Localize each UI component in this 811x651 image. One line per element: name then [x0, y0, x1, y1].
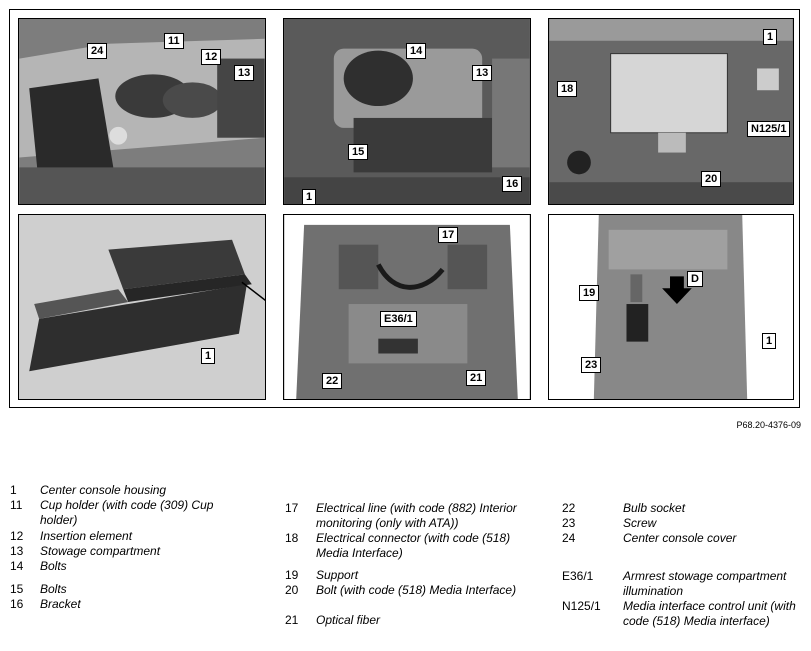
photo-center-console-cover: 24 11 12 13 — [18, 18, 266, 205]
callout-12: 12 — [201, 49, 222, 65]
legend-num: 18 — [285, 531, 299, 545]
callout-n125-1: N125/1 — [747, 121, 791, 137]
callout-19: 19 — [579, 285, 600, 301]
legend-num: 17 — [285, 501, 299, 515]
legend-num: 16 — [10, 597, 24, 611]
callout-11: 11 — [164, 33, 184, 49]
callout-15: 15 — [348, 144, 369, 160]
legend-num: 19 — [285, 568, 299, 582]
legend-text: Electrical connector (with code (518) Me… — [316, 531, 511, 560]
callout-22: 22 — [322, 373, 343, 389]
callout-14: 14 — [406, 43, 427, 59]
console-housing-drawing — [19, 215, 265, 399]
legend-text: Bolt (with code (518) Media Interface) — [316, 583, 517, 597]
legend-num: E36/1 — [562, 569, 594, 583]
legend-text: Screw — [623, 516, 657, 530]
callout-1: 1 — [763, 29, 778, 45]
legend-num: 1 — [10, 483, 17, 497]
legend-text: Cup holder (with code (309) Cup holder) — [40, 498, 214, 527]
media-interface-photo — [549, 19, 793, 204]
legend-text: Optical fiber — [316, 613, 381, 627]
legend-num: 12 — [10, 529, 24, 543]
legend-num: N125/1 — [562, 599, 601, 613]
legend-text: Bracket — [40, 597, 81, 611]
legend-text: Media interface control unit (with code … — [623, 599, 796, 628]
legend-num: 24 — [562, 531, 576, 545]
callout-1: 1 — [201, 348, 216, 364]
legend-num: 11 — [10, 498, 23, 512]
photo-armrest-underside: 17 E36/1 22 21 — [283, 214, 531, 400]
photo-stowage-compartment: 14 13 15 1 16 — [283, 18, 531, 205]
callout-13: 13 — [472, 65, 493, 81]
callout-18: 18 — [557, 81, 578, 97]
illustration-frame: 24 11 12 13 14 13 15 1 16 1 1 — [9, 9, 800, 408]
callout-23: 23 — [581, 357, 602, 373]
legend-text: Center console cover — [623, 531, 737, 545]
legend-text: Support — [316, 568, 359, 582]
photo-console-housing: 1 — [18, 214, 266, 400]
legend-num: 22 — [562, 501, 576, 515]
legend-num: 14 — [10, 559, 24, 573]
legend-text: Stowage compartment — [40, 544, 161, 558]
callout-24: 24 — [87, 43, 108, 59]
callout-1: 1 — [762, 333, 777, 349]
legend-num: 23 — [562, 516, 576, 530]
legend-text: Insertion element — [40, 529, 133, 543]
stowage-compartment-photo — [284, 19, 530, 204]
legend-num: 15 — [10, 582, 24, 596]
console-cover-photo — [19, 19, 265, 204]
legend-text: Armrest stowage compartment illumination — [623, 569, 787, 598]
callout-d: D — [687, 271, 703, 287]
legend-text: Center console housing — [40, 483, 167, 497]
armrest-underside-photo — [284, 215, 530, 399]
legend-num: 20 — [285, 583, 299, 597]
photo-media-interface-unit: 1 18 N125/1 20 — [548, 18, 794, 205]
callout-17: 17 — [438, 227, 459, 243]
figure-code: P68.20-4376-09 — [736, 420, 801, 430]
legend-text: Bulb socket — [623, 501, 686, 515]
legend-num: 13 — [10, 544, 24, 558]
callout-1: 1 — [302, 189, 317, 204]
callout-21: 21 — [466, 370, 487, 386]
callout-16: 16 — [502, 176, 523, 192]
callout-e36-1: E36/1 — [380, 311, 417, 327]
legend-text: Electrical line (with code (882) Interio… — [316, 501, 517, 530]
callout-20: 20 — [701, 171, 722, 187]
legend-text: Bolts — [40, 559, 67, 573]
legend-num: 21 — [285, 613, 299, 627]
callout-13: 13 — [234, 65, 255, 81]
legend-text: Bolts — [40, 582, 67, 596]
photo-console-interior: 19 D 1 23 — [548, 214, 794, 400]
